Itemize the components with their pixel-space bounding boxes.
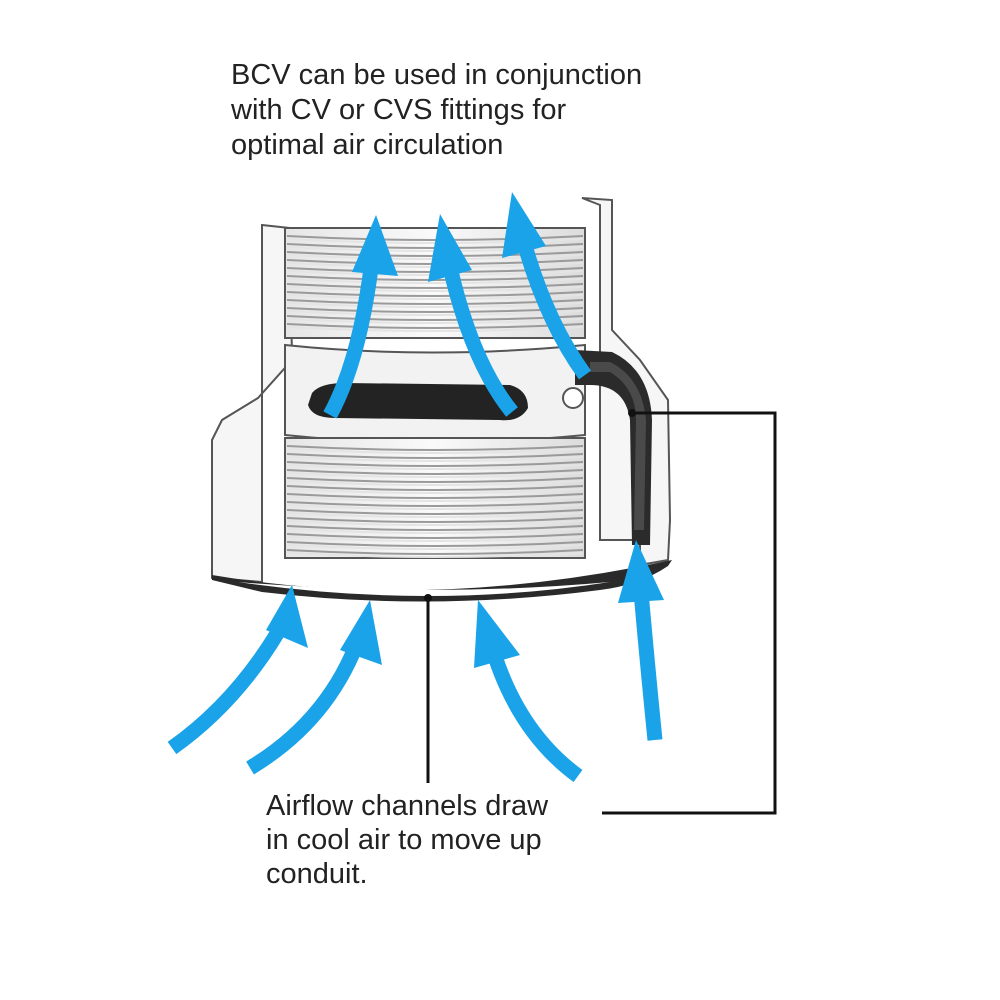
thread-line <box>286 493 584 499</box>
base-inner-opening <box>238 582 610 596</box>
upward-airflow-arrow-head <box>502 192 546 258</box>
lower-thread-lines <box>286 445 584 558</box>
airflow-arrows <box>167 192 664 783</box>
thread-line <box>286 525 584 531</box>
bottom-caption: Airflow channels draw in cool air to mov… <box>266 790 549 890</box>
leader-dot-right <box>628 409 636 417</box>
thread-highlight <box>286 528 584 534</box>
thread-highlight <box>286 488 584 494</box>
top-caption: BCV can be used in conjunction with CV o… <box>231 59 643 161</box>
thread-line <box>286 477 584 483</box>
upward-airflow-arrow-head <box>474 600 520 668</box>
upward-airflow-arrow <box>440 256 518 417</box>
thread-line <box>286 509 584 515</box>
upward-airflow-arrow-head <box>352 215 398 276</box>
thread-highlight <box>286 472 584 478</box>
thread-line <box>286 323 584 329</box>
upward-airflow-arrow <box>482 637 583 783</box>
leader-dot-bottom <box>424 594 432 602</box>
leader-lines <box>424 409 777 815</box>
thread-line <box>286 517 584 523</box>
thread-line <box>286 235 584 241</box>
upward-airflow-arrow-head <box>266 585 308 648</box>
upward-airflow-arrow-head <box>618 540 664 603</box>
thread-highlight <box>286 520 584 526</box>
thread-line <box>286 445 584 451</box>
side-elbow-inner <box>590 362 646 530</box>
thread-highlight <box>286 464 584 470</box>
thread-highlight <box>286 480 584 486</box>
thread-highlight <box>286 278 584 284</box>
thread-line <box>286 461 584 467</box>
upward-airflow-arrow <box>246 632 368 775</box>
thread-highlight <box>286 456 584 462</box>
thread-highlight <box>286 552 584 558</box>
thread-line <box>286 549 584 555</box>
upward-airflow-arrow <box>167 616 292 755</box>
thread-line <box>286 533 584 539</box>
upward-airflow-arrow-head <box>340 600 382 665</box>
thread-line <box>286 541 584 547</box>
upward-airflow-arrow <box>514 233 592 380</box>
left-wall-shape <box>211 223 294 584</box>
thread-highlight <box>286 318 584 324</box>
thread-highlight <box>286 544 584 550</box>
thread-highlight <box>286 496 584 502</box>
thread-highlight <box>286 536 584 542</box>
thread-highlight <box>286 504 584 510</box>
thread-line <box>286 469 584 475</box>
upward-airflow-arrow <box>632 579 663 741</box>
thread-highlight <box>286 326 584 332</box>
upward-airflow-arrow <box>323 259 380 419</box>
upward-airflow-arrow-head <box>428 214 472 282</box>
thread-highlight <box>286 512 584 518</box>
airflow-channel-slot <box>308 383 528 421</box>
leader-line-right <box>602 411 777 815</box>
thread-highlight <box>286 448 584 454</box>
thread-line <box>286 453 584 459</box>
port-hole <box>562 387 584 409</box>
thread-line <box>286 501 584 507</box>
thread-line <box>286 485 584 491</box>
